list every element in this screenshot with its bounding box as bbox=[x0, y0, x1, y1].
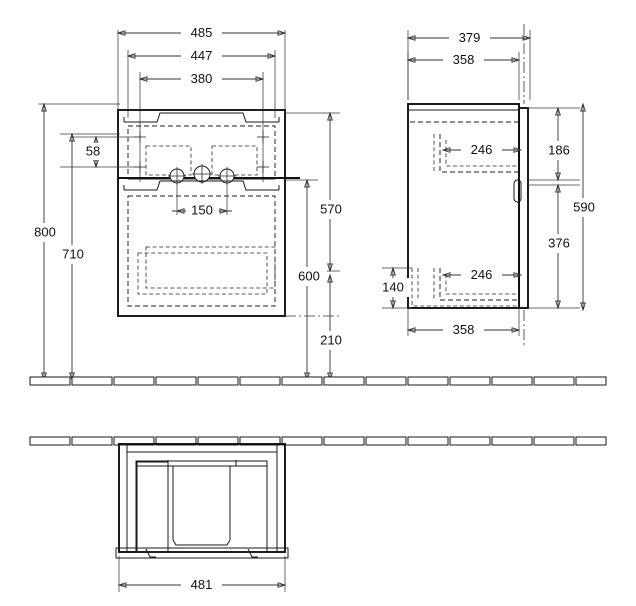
dim-label-380: 380 bbox=[191, 71, 213, 86]
side-elevation-view: 379 358 bbox=[375, 24, 602, 345]
dim-label-570: 570 bbox=[320, 201, 342, 216]
floor-line-upper bbox=[29, 376, 607, 386]
dim-side-height-376: 376 bbox=[528, 183, 580, 310]
floor-line-lower bbox=[29, 436, 607, 446]
tap-hole-center bbox=[192, 164, 212, 184]
front-extension-lines bbox=[117, 30, 286, 182]
dim-label-485: 485 bbox=[191, 25, 213, 40]
dim-side-drawer-246-upper: 246 bbox=[441, 141, 523, 158]
dim-side-height-186: 186 bbox=[528, 106, 580, 182]
plan-basin-outline bbox=[135, 460, 268, 553]
side-cabinet-body bbox=[407, 103, 529, 309]
front-cabinet-body bbox=[117, 109, 286, 317]
dim-side-depth-379: 379 bbox=[406, 29, 532, 46]
dim-front-width-485: 485 bbox=[116, 24, 287, 41]
front-elevation-view: 485 447 380 bbox=[27, 24, 349, 382]
dim-label-376: 376 bbox=[548, 235, 570, 250]
dim-label-246-upper: 246 bbox=[471, 142, 493, 157]
dim-label-447: 447 bbox=[191, 48, 213, 63]
dim-label-210: 210 bbox=[320, 332, 342, 347]
dim-label-481: 481 bbox=[191, 577, 213, 592]
side-handle bbox=[513, 179, 522, 203]
dim-label-379: 379 bbox=[459, 30, 481, 45]
dim-front-offset-58: 58 bbox=[60, 135, 140, 169]
dim-front-height-710: 710 bbox=[55, 132, 120, 382]
dim-front-width-380: 380 bbox=[138, 70, 265, 87]
dim-side-depth-358-bottom: 358 bbox=[406, 308, 521, 338]
dim-front-tap-150: 150 bbox=[172, 180, 232, 219]
dim-label-150: 150 bbox=[191, 202, 213, 217]
front-lower-drawer bbox=[123, 180, 280, 307]
dim-plan-width-481: 481 bbox=[117, 556, 287, 593]
dim-side-height-590: 590 bbox=[566, 102, 602, 312]
dim-label-358-bottom: 358 bbox=[453, 322, 475, 337]
dim-label-186: 186 bbox=[548, 142, 570, 157]
dim-label-800: 800 bbox=[34, 224, 56, 239]
dim-label-246-lower: 246 bbox=[471, 267, 493, 282]
dim-front-height-210: 210 bbox=[313, 273, 349, 382]
front-tap-hole-row bbox=[118, 164, 300, 185]
dim-front-height-800: 800 bbox=[27, 102, 120, 382]
dim-label-358-top: 358 bbox=[453, 52, 475, 67]
dim-label-590: 590 bbox=[573, 199, 595, 214]
dim-side-depth-358-top: 358 bbox=[406, 51, 521, 68]
dim-label-600: 600 bbox=[298, 268, 320, 283]
dim-label-140: 140 bbox=[382, 279, 404, 294]
dim-label-710: 710 bbox=[62, 246, 84, 261]
dim-label-58: 58 bbox=[86, 143, 100, 158]
dim-front-height-570: 570 bbox=[285, 111, 349, 273]
dim-side-drawer-246-lower: 246 bbox=[441, 266, 523, 283]
plan-view: 481 bbox=[29, 436, 607, 593]
dim-side-base-140: 140 bbox=[375, 266, 412, 310]
dim-front-width-447: 447 bbox=[126, 47, 277, 64]
tap-hole-right bbox=[218, 167, 236, 185]
